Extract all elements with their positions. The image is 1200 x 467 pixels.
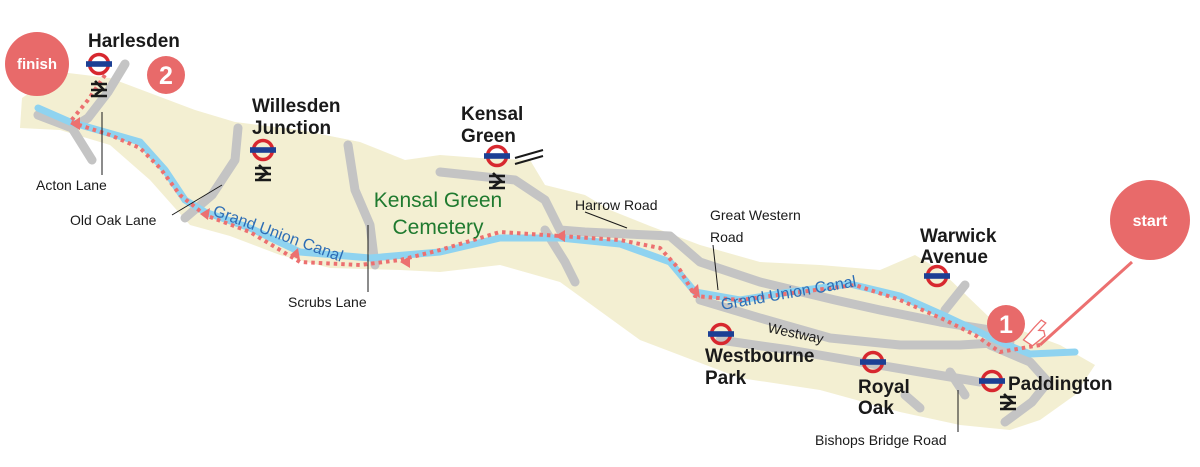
start-marker [1110, 180, 1190, 260]
road-paddington [985, 340, 1053, 427]
start-pointer [1038, 260, 1134, 347]
station-label-warwick-avenue: Avenue [920, 247, 988, 268]
waypoint-1-label: 1 [999, 311, 1013, 339]
road-westway [695, 295, 1015, 350]
station-label-paddington: Paddington [1008, 374, 1112, 395]
station-label-royal-oak: Oak [858, 398, 894, 419]
route-arrow [200, 208, 210, 220]
road-label-old-oak-lane: Old Oak Lane [70, 212, 157, 228]
road-warwick [940, 280, 970, 315]
walking-route [68, 73, 1041, 354]
route-arrow [400, 256, 410, 268]
station-label-royal-oak: Royal [858, 377, 910, 398]
road-label-great-western: Great Western [710, 207, 801, 223]
station-label-kensal-green: Kensal [461, 104, 523, 125]
underground-icon [250, 138, 276, 162]
waypoint-2-label: 2 [159, 62, 173, 90]
waypoint-2-marker [147, 56, 185, 94]
road-royal-spur [900, 390, 925, 413]
station-label-warwick-avenue: Warwick [920, 226, 997, 247]
station-label-willesden: Willesden [252, 96, 341, 117]
route-arrows [70, 117, 700, 298]
finish-marker [5, 32, 69, 96]
road-label-scrubs-lane: Scrubs Lane [288, 294, 367, 310]
national-rail-icon [1000, 393, 1016, 411]
underground-icon [86, 52, 112, 76]
road-label-great-western: Road [710, 229, 743, 245]
national-rail-icon [255, 164, 271, 182]
finish-label: finish [17, 56, 57, 73]
underground-icon [860, 350, 886, 374]
cemetery-label: Kensal Green [374, 189, 502, 212]
waypoint-1-marker [987, 305, 1025, 343]
station-label-westbourne-park: Westbourne [705, 346, 814, 367]
cemetery-label: Cemetery [392, 216, 484, 239]
road-bishops [945, 367, 970, 400]
national-rail-icon [91, 80, 107, 98]
road-scrubs-north [343, 140, 380, 270]
pointing-hand-icon [1022, 319, 1047, 347]
start-label: start [1133, 213, 1168, 230]
route-arrow [290, 248, 300, 260]
road-label-harrow-road: Harrow Road [575, 197, 657, 213]
station-platform-icon [514, 149, 544, 165]
station-label-kensal-green: Green [461, 126, 516, 147]
underground-icon [708, 322, 734, 346]
station-label-willesden: Junction [252, 118, 331, 139]
underground-icon [484, 144, 510, 168]
station-label-harlesden: Harlesden [88, 31, 180, 52]
road-harrow-main [435, 167, 995, 335]
route-arrow [555, 230, 565, 242]
national-rail-icon [489, 172, 505, 190]
road-label-bishops-bridge: Bishops Bridge Road [815, 432, 947, 448]
station-label-westbourne-park: Park [705, 368, 747, 389]
road-label-acton-lane: Acton Lane [36, 177, 107, 193]
leader-lines [101, 112, 959, 432]
route-arrow [690, 284, 700, 298]
underground-icon [979, 369, 1005, 393]
route-arrow [70, 117, 80, 130]
underground-icon [924, 264, 950, 288]
